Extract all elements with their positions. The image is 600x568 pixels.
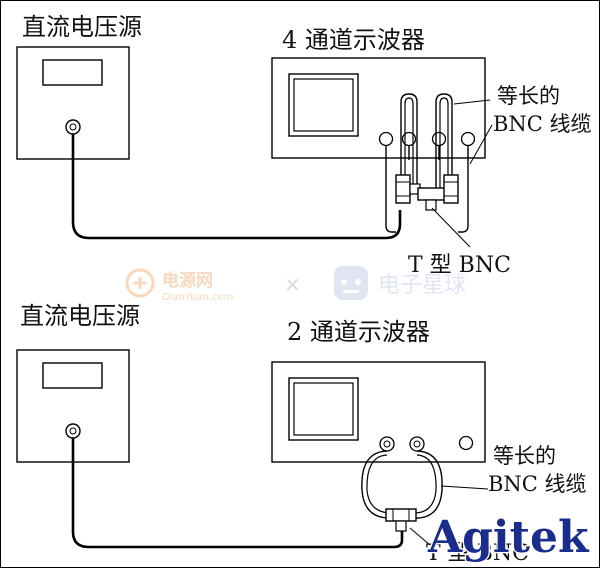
top-scope-ch2-input	[401, 131, 417, 147]
bottom-tee-connector	[385, 508, 417, 532]
top-diagram: 直流电压源 4 通道示波器	[16, 13, 592, 278]
watermark-site-url: DianYuan.com	[162, 292, 234, 303]
top-scope-ch1-input	[378, 131, 394, 147]
bottom-scope-screen	[293, 382, 354, 436]
robot-logo-icon	[334, 266, 368, 300]
top-scope-ch4-input	[460, 131, 476, 147]
bottom-scope-label: 2 通道示波器	[287, 318, 430, 346]
top-cable-callout-line-2	[469, 124, 493, 165]
bottom-source-cable	[71, 438, 404, 549]
top-tee-label: T 型 BNC	[408, 253, 511, 278]
top-cable-label-line2: BNC 线缆	[493, 112, 592, 136]
bottom-loop-cable-2	[411, 450, 443, 519]
bottom-loop-cable-1	[361, 450, 395, 519]
watermark-partner-name: 电子星球	[378, 273, 466, 298]
watermark-site-name: 电源网	[162, 270, 213, 291]
top-ch4-drop	[458, 146, 469, 233]
bottom-cable-label-line1: 等长的	[493, 444, 556, 468]
top-tee-connector-left	[395, 174, 421, 204]
top-loop-cable-2	[435, 93, 453, 190]
bottom-dc-source-display	[42, 362, 103, 389]
bottom-dc-source-label: 直流电压源	[20, 302, 140, 330]
watermark-separator: ×	[284, 272, 301, 296]
top-dc-source-label: 直流电压源	[22, 13, 142, 41]
top-cable-label-line1: 等长的	[497, 84, 560, 108]
bottom-tee-callout-line	[409, 527, 431, 546]
top-scope-label: 4 通道示波器	[282, 26, 425, 54]
top-tee-connector-center	[417, 187, 447, 211]
top-ch1-drop	[385, 146, 396, 233]
top-loop-cable-1	[400, 93, 418, 190]
top-dc-source-display	[42, 59, 103, 86]
top-scope-screen	[293, 78, 354, 132]
agitek-logo: Agitek	[427, 512, 590, 563]
bottom-cable-callout-line	[440, 485, 489, 490]
bottom-diagram: 直流电压源 2 通道示波器	[16, 302, 587, 566]
bottom-cable-label-line2: BNC 线缆	[488, 472, 587, 496]
dianyuan-logo-icon	[125, 268, 155, 298]
bottom-scope-aux-jack	[458, 435, 474, 451]
bottom-tee-label: T 型 BNC	[426, 541, 529, 566]
top-source-cable	[71, 134, 402, 240]
top-scope-ch3-input	[431, 131, 447, 147]
watermark: 电源网 DianYuan.com × 电子星球	[125, 266, 466, 303]
top-tee-connector-right	[443, 174, 459, 204]
top-tee-callout-line	[431, 207, 471, 248]
top-cable-callout-line-1	[453, 99, 491, 105]
